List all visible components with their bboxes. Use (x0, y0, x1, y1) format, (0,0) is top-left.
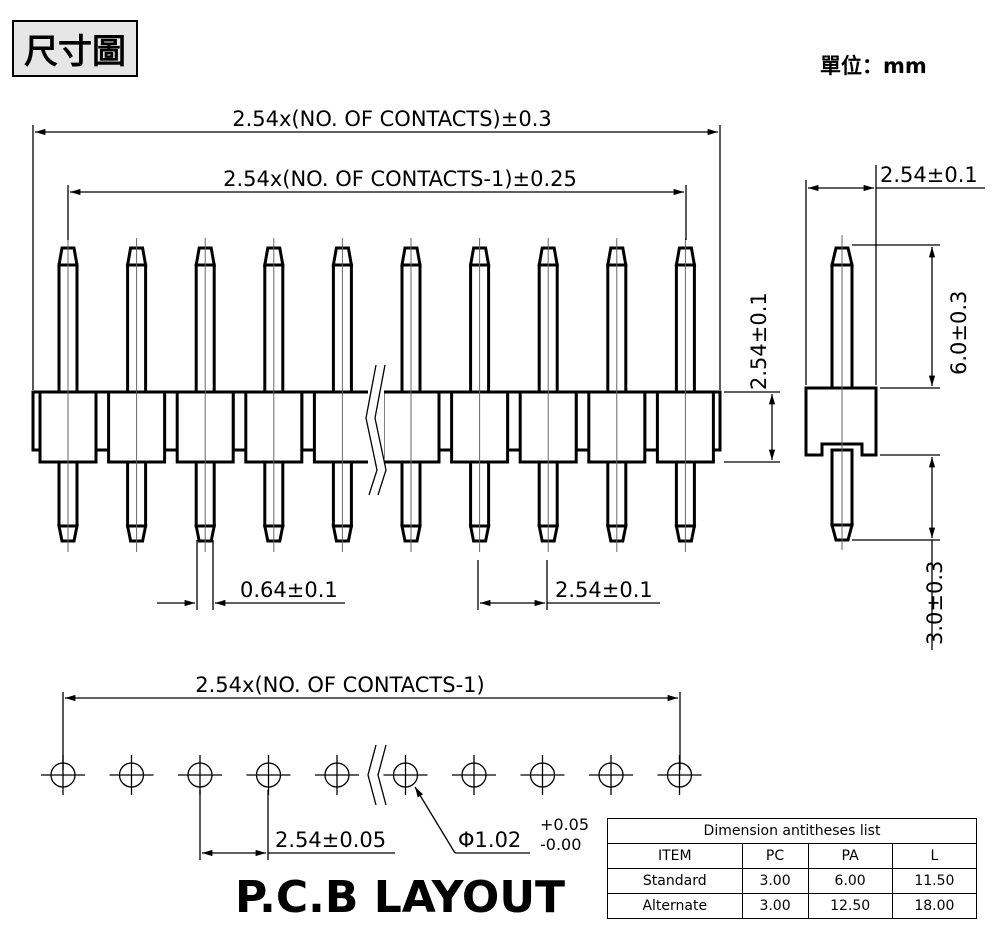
table-cell: 11.50 (891, 868, 978, 894)
table-row: Standard 3.00 6.00 11.50 (607, 868, 978, 894)
table-row: Alternate 3.00 12.50 18.00 (607, 893, 978, 919)
pin-width-text: 0.64±0.1 (240, 578, 338, 602)
drawing-title: 尺寸圖 (12, 20, 138, 77)
housing-gap (437, 390, 454, 452)
table-header: PC (741, 843, 809, 869)
break-mark (367, 744, 387, 806)
table-cell: 3.00 (741, 868, 809, 894)
hole-tol-plus: +0.05 (540, 815, 589, 834)
housing-gap (574, 390, 591, 452)
break-gap (368, 375, 384, 495)
table-header: PA (807, 843, 893, 869)
table-caption: Dimension antitheses list (607, 818, 977, 844)
pcb-total-text: 2.54x(NO. OF CONTACTS-1) (195, 673, 484, 697)
housing-gap (163, 390, 180, 452)
hole-tol-minus: -0.00 (540, 835, 581, 854)
table-header: ITEM (607, 843, 743, 869)
front-view (31, 238, 722, 552)
break-mark (365, 364, 387, 496)
side-view (804, 235, 878, 550)
unit-label: 單位：mm (820, 54, 927, 78)
table-cell: 6.00 (807, 868, 893, 894)
table-cell: Alternate (607, 893, 743, 919)
table-cell: 12.50 (807, 893, 893, 919)
table-header: L (891, 843, 978, 869)
table-header-row: ITEM PC PA L (607, 843, 978, 869)
housing-gap (643, 390, 660, 452)
housing-gap (94, 390, 111, 452)
housing-gap (506, 390, 523, 452)
pcb-pitch-text: 2.54±0.05 (275, 828, 386, 852)
table-cell: 3.00 (741, 893, 809, 919)
pcb-layout-title: P.C.B LAYOUT (235, 872, 566, 923)
housing-height-dim-text: 2.54±0.1 (747, 292, 771, 390)
side-width-text: 2.54±0.1 (880, 163, 978, 187)
dimension-table: Dimension antitheses list ITEM PC PA L S… (607, 818, 978, 919)
table-cell: 18.00 (891, 893, 978, 919)
upper-pin-text: 6.0±0.3 (947, 291, 971, 375)
pitch-total-dim-text: 2.54x(NO. OF CONTACTS-1)±0.25 (223, 167, 577, 191)
housing-gap (300, 390, 317, 452)
hole-dia-text: Φ1.02 (458, 828, 521, 852)
hole-leader (414, 786, 456, 854)
housing-gap (231, 390, 248, 452)
pcb-holes (41, 744, 702, 806)
pitch-text: 2.54±0.1 (555, 578, 653, 602)
overall-dim-text: 2.54x(NO. OF CONTACTS)±0.3 (232, 107, 552, 131)
lower-pin-text: 3.0±0.3 (923, 561, 947, 645)
table-cell: Standard (607, 868, 743, 894)
